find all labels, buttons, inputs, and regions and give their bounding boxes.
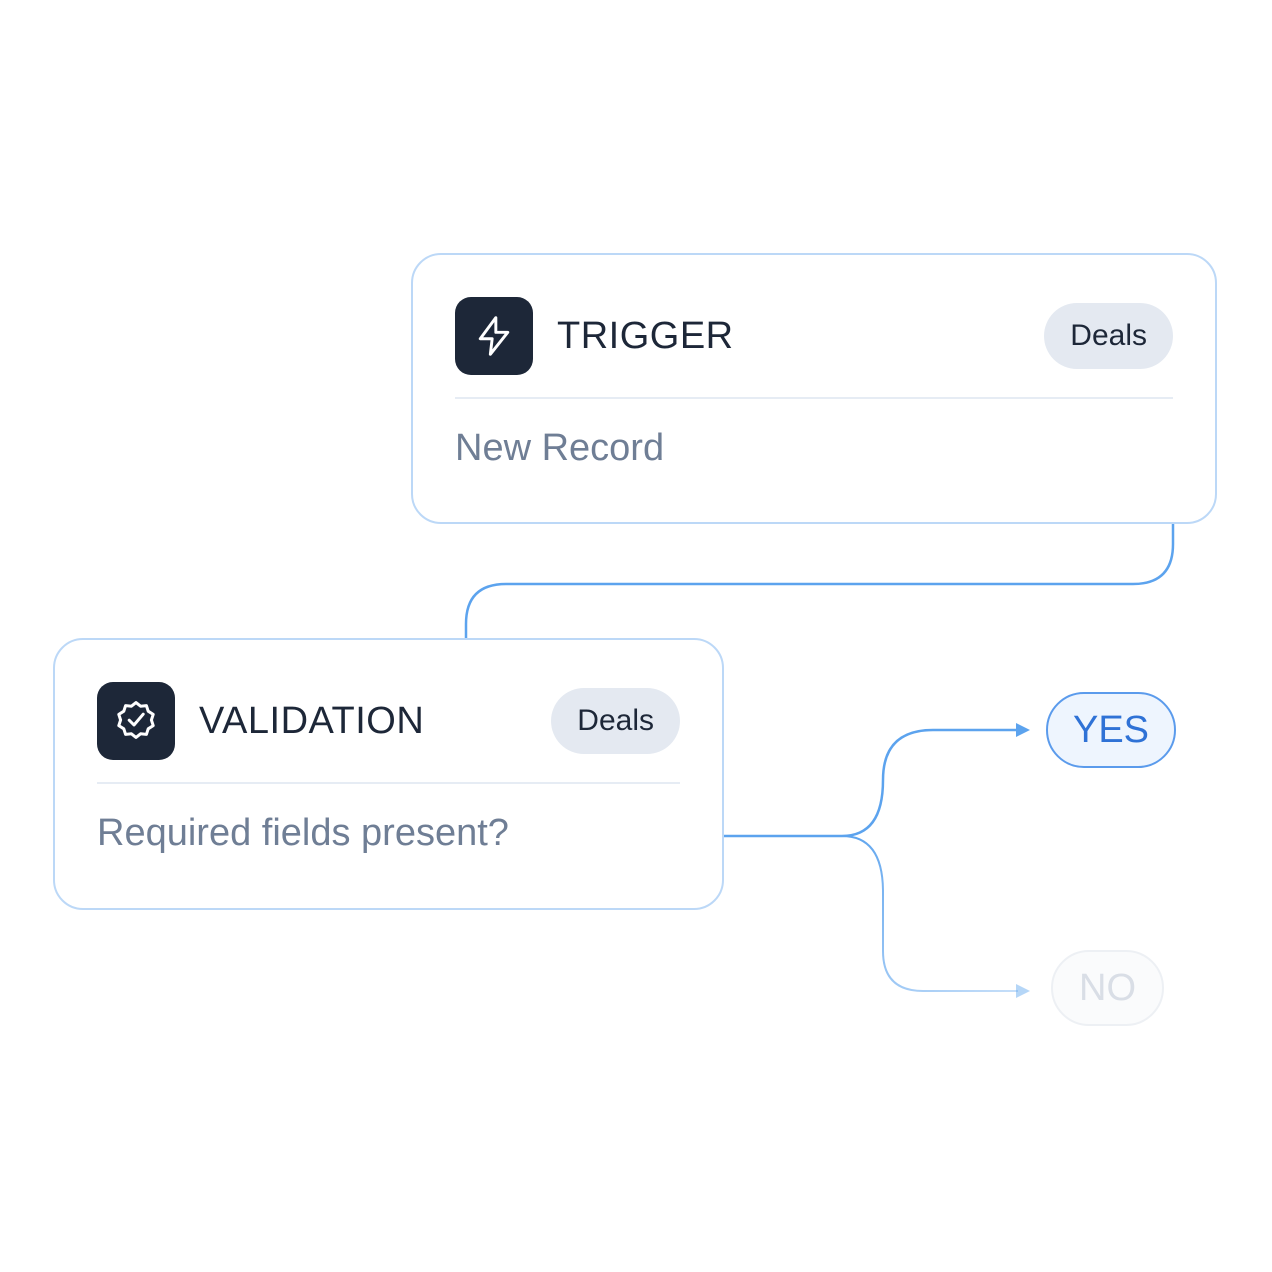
- validation-node-badge: Deals: [551, 688, 680, 754]
- trigger-node-description: New Record: [455, 427, 665, 469]
- validation-node-header: VALIDATION Deals: [97, 682, 680, 760]
- validation-node[interactable]: VALIDATION Deals Required fields present…: [53, 638, 724, 910]
- trigger-node-divider: [455, 397, 1173, 399]
- lightning-bolt-icon: [455, 297, 533, 375]
- yes-arrow: [1016, 723, 1030, 737]
- trigger-to-validation-connector: [464, 502, 1175, 658]
- no-arrow: [1016, 984, 1030, 998]
- yes-outcome-pill[interactable]: YES: [1046, 692, 1176, 768]
- trigger-node-badge: Deals: [1044, 303, 1173, 369]
- validation-to-no-connector: [841, 835, 1018, 992]
- badge-check-icon: [97, 682, 175, 760]
- trigger-node-title: TRIGGER: [557, 315, 734, 357]
- trigger-node-header: TRIGGER Deals: [455, 297, 1173, 375]
- validation-node-divider: [97, 782, 680, 784]
- validation-node-title: VALIDATION: [199, 700, 425, 742]
- validation-to-yes-connector: [682, 728, 1018, 838]
- validation-node-description: Required fields present?: [97, 812, 509, 854]
- no-outcome-pill[interactable]: NO: [1051, 950, 1164, 1026]
- trigger-node[interactable]: TRIGGER Deals New Record: [411, 253, 1217, 524]
